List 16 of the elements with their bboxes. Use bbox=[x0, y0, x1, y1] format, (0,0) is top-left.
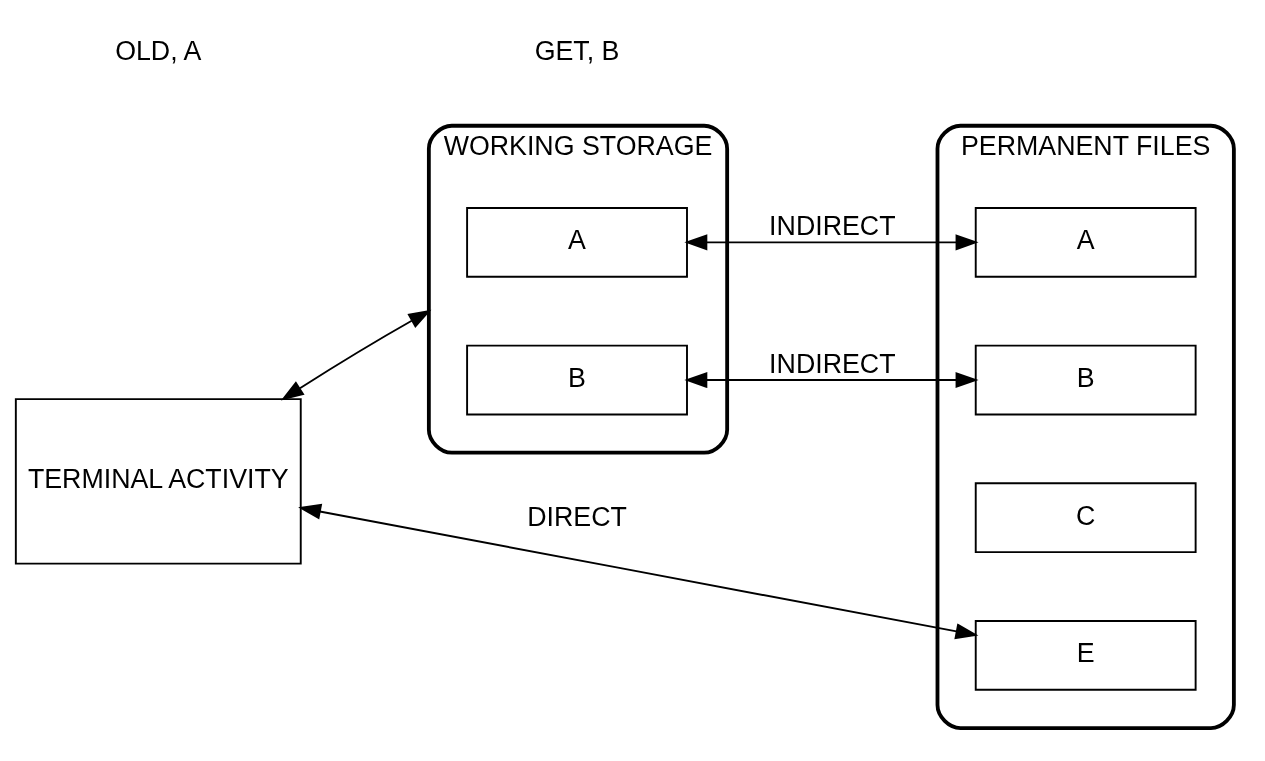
node-box: E bbox=[974, 619, 1197, 691]
node-box: TERMINAL ACTIVITY bbox=[14, 397, 302, 565]
node-box: B bbox=[466, 344, 688, 415]
arrow bbox=[298, 503, 979, 639]
node-box: C bbox=[974, 481, 1197, 553]
node-box: A bbox=[974, 206, 1197, 278]
node-box: A bbox=[466, 206, 688, 278]
node-box: B bbox=[974, 344, 1197, 415]
edge-label: DIRECT bbox=[527, 501, 627, 532]
label: GET, B bbox=[534, 35, 620, 66]
edge-label: INDIRECT bbox=[769, 210, 896, 241]
label: OLD, A bbox=[115, 35, 202, 66]
arrow bbox=[684, 233, 979, 250]
arrow bbox=[684, 371, 979, 388]
edge-label: INDIRECT bbox=[769, 348, 896, 379]
arrow bbox=[280, 309, 432, 400]
